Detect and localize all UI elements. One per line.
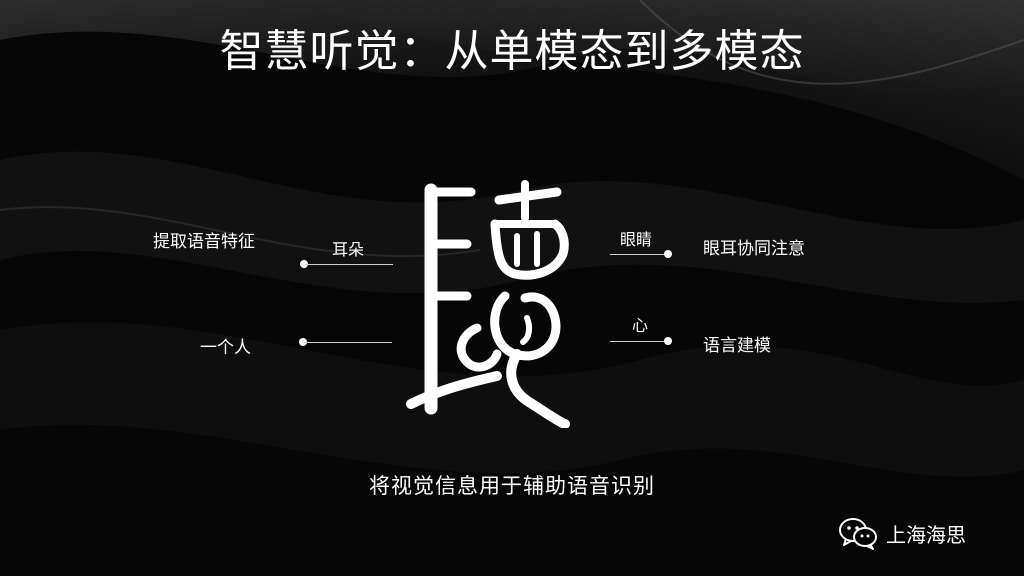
watermark: 上海海思 xyxy=(838,516,966,550)
connector-dot-eyes xyxy=(664,250,672,258)
watermark-text: 上海海思 xyxy=(886,522,966,547)
label-eyes: 眼睛 xyxy=(620,230,653,249)
wechat-icon xyxy=(839,518,877,550)
label-ear: 耳朵 xyxy=(332,240,365,259)
seal-glyph-ting xyxy=(406,180,570,428)
label-extract-speech-features: 提取语音特征 xyxy=(153,232,255,252)
connector-line-person xyxy=(304,342,392,343)
connector-dot-person xyxy=(299,338,307,346)
connector-line-eyes xyxy=(610,254,668,255)
connector-dot-heart xyxy=(664,337,672,345)
label-heart: 心 xyxy=(632,316,649,335)
connector-line-ear xyxy=(305,264,393,265)
label-language-modeling: 语言建模 xyxy=(703,336,771,356)
connector-line-heart xyxy=(610,341,668,342)
label-one-person: 一个人 xyxy=(200,338,251,358)
label-eye-ear-attention: 眼耳协同注意 xyxy=(703,239,805,259)
connector-dot-ear xyxy=(300,260,308,268)
slide-subtitle: 将视觉信息用于辅助语音识别 xyxy=(369,474,655,498)
slide-title: 智慧听觉：从单模态到多模态 xyxy=(219,26,805,77)
